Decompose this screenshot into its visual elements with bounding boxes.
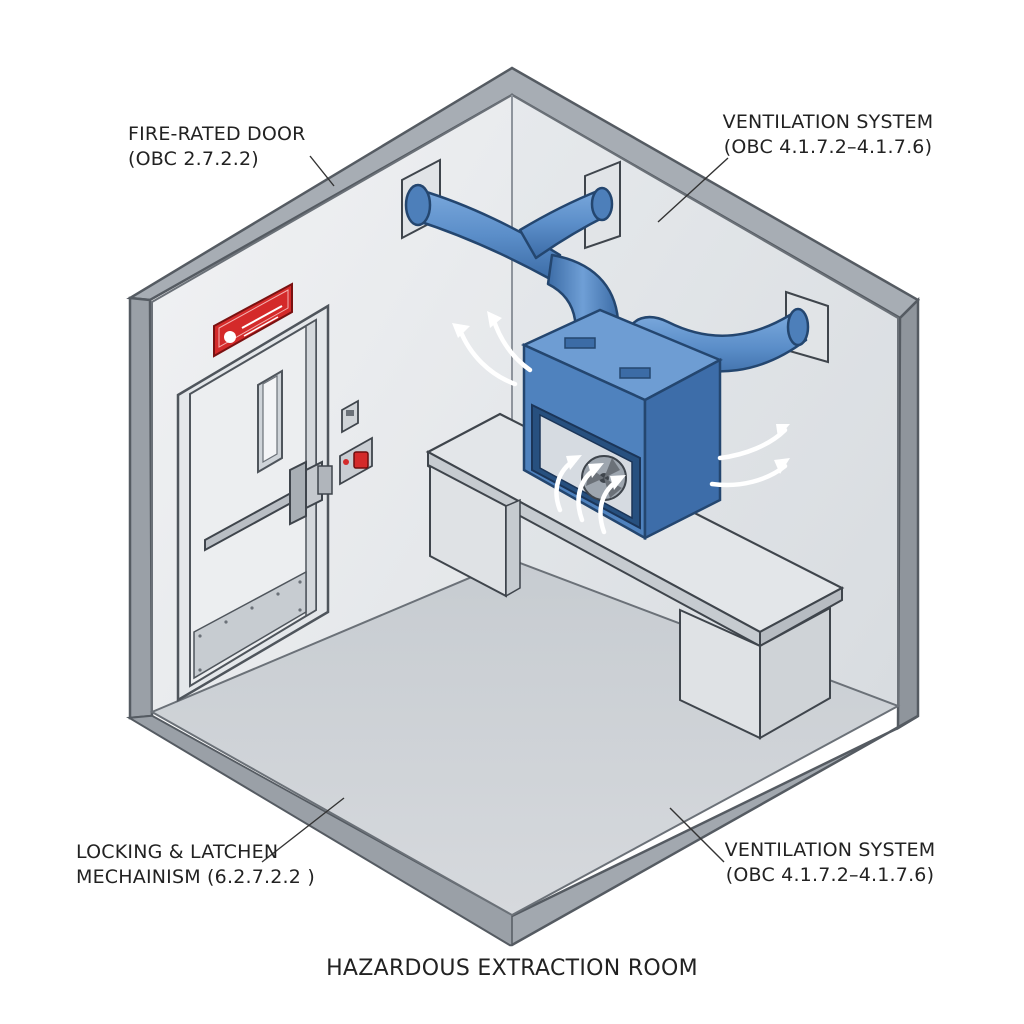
callout-locking-line1: LOCKING & LATCHEN bbox=[76, 841, 279, 863]
callout-ventilation-bottom: VENTILATION SYSTEM (OBC 4.1.7.2–4.1.7.6) bbox=[722, 838, 938, 888]
exit-sign-icon bbox=[213, 282, 293, 358]
callout-ventilation-top-line1: VENTILATION SYSTEM bbox=[722, 111, 934, 133]
callout-ventilation-top: VENTILATION SYSTEM (OBC 4.1.7.2–4.1.7.6) bbox=[720, 110, 936, 160]
callout-locking-line2: MECHAINISM (6.2.7.2.2 ) bbox=[76, 866, 315, 888]
callout-ventilation-bottom-line2: (OBC 4.1.7.2–4.1.7.6) bbox=[725, 864, 935, 886]
emergency-stop-icon bbox=[339, 436, 373, 486]
card-reader-icon bbox=[341, 399, 359, 434]
wall-cap bbox=[126, 66, 921, 947]
callout-ventilation-bottom-line1: VENTILATION SYSTEM bbox=[724, 839, 936, 861]
panic-bar-icon bbox=[204, 460, 333, 552]
callout-fire-door-line1: FIRE-RATED DOOR bbox=[128, 123, 306, 145]
callout-leaders bbox=[261, 155, 729, 863]
callout-fire-door-line2: (OBC 2.7.2.2) bbox=[128, 148, 259, 170]
kick-plate bbox=[193, 570, 307, 680]
callout-ventilation-top-line2: (OBC 4.1.7.2–4.1.7.6) bbox=[723, 136, 933, 158]
callout-locking-mechanism: LOCKING & LATCHEN MECHAINISM (6.2.7.2.2 … bbox=[76, 840, 315, 890]
fire-rated-door bbox=[176, 303, 333, 703]
callout-fire-door: FIRE-RATED DOOR (OBC 2.7.2.2) bbox=[128, 122, 306, 172]
diagram-title: HAZARDOUS EXTRACTION ROOM bbox=[326, 956, 698, 981]
